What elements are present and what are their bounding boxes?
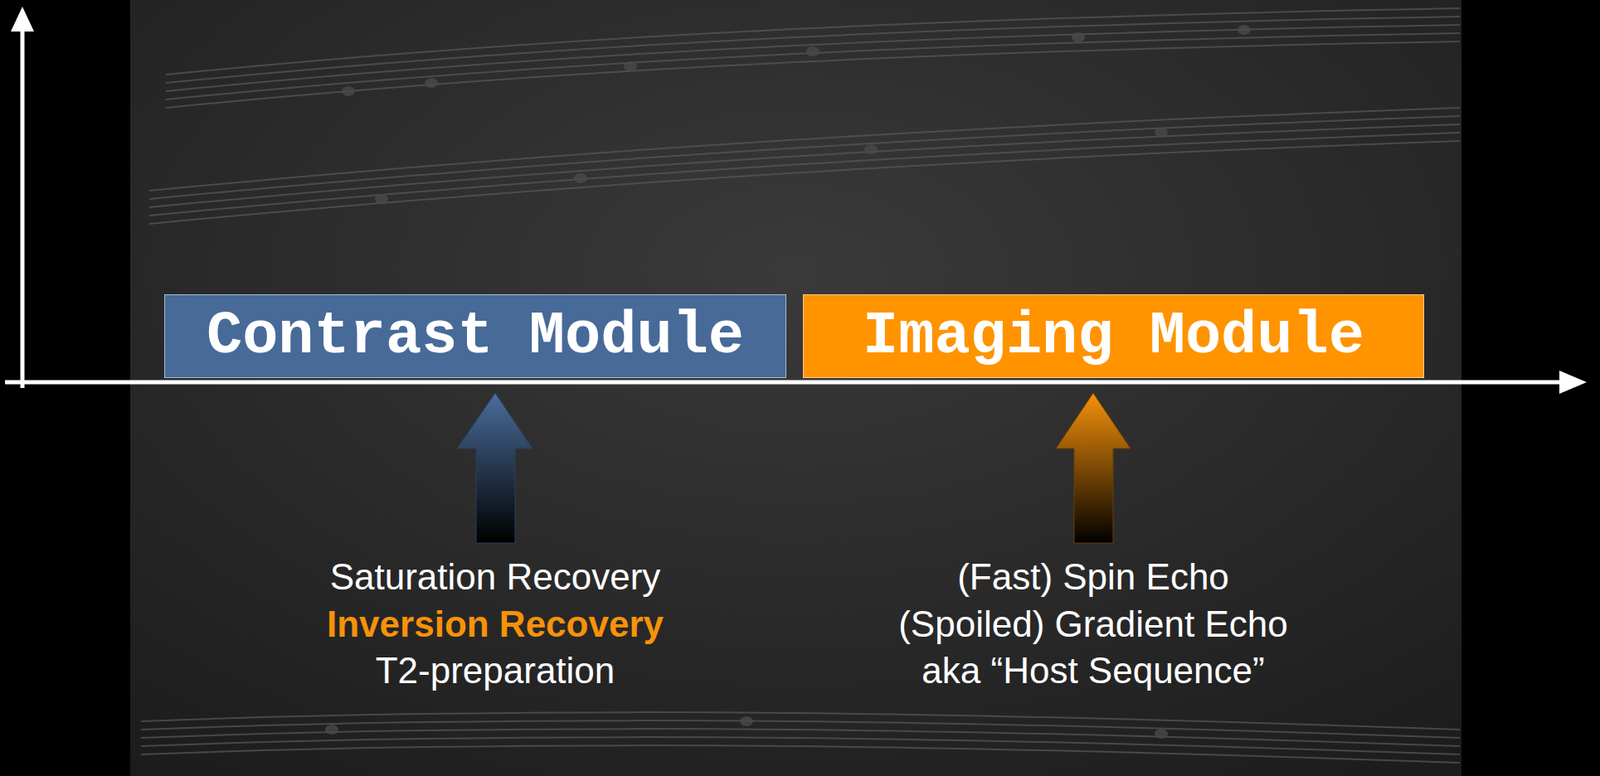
technique-label: Saturation Recovery [330, 555, 662, 599]
module-title: Imaging Module [862, 306, 1365, 367]
technique-label: (Spoiled) Gradient Echo [898, 603, 1289, 647]
module-box: Imaging Module [802, 294, 1425, 379]
music-staves [141, 8, 1460, 764]
pointer-arrow [457, 393, 533, 544]
axes [4, 6, 1587, 394]
technique-label: Inversion Recovery [326, 603, 664, 647]
technique-label: (Fast) Spin Echo [957, 555, 1230, 599]
technique-label: T2-preparation [375, 649, 616, 693]
module-box: Contrast Module [164, 294, 787, 379]
pointer-arrow [1055, 393, 1131, 544]
sheet-music-photo [130, 0, 1462, 776]
technique-label: aka “Host Sequence” [921, 649, 1265, 693]
module-title: Contrast Module [206, 306, 745, 367]
